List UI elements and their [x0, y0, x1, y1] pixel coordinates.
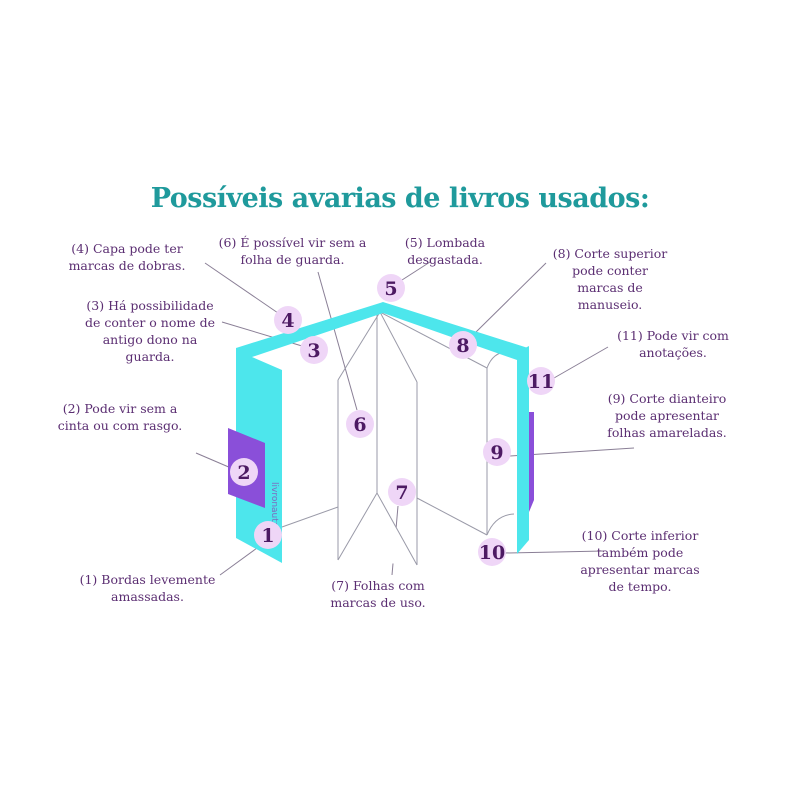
- badge-2: 2: [230, 458, 258, 486]
- badge-circle: [388, 478, 416, 506]
- badge-5: 5: [377, 274, 405, 302]
- badge-number: 9: [490, 442, 503, 464]
- diagram-title: Possíveis avarias de livros usados:: [150, 183, 650, 214]
- leader-line-2: [195, 452, 232, 469]
- badge-11: 11: [527, 367, 555, 395]
- badge-circle: [300, 336, 328, 364]
- leader-line-11: [553, 346, 609, 379]
- badge-9: 9: [483, 438, 511, 466]
- badge-circle: [254, 521, 282, 549]
- leader-line-6: [317, 271, 358, 411]
- badge-1: 1: [254, 521, 282, 549]
- badge-3: 3: [300, 336, 328, 364]
- note-5: (5) Lombada desgastada.: [404, 235, 486, 267]
- book-cover-right: [517, 346, 529, 554]
- note-10: (10) Corte inferior também pode apresent…: [580, 528, 700, 594]
- leader-line-4: [204, 262, 279, 314]
- leader-line-10: [504, 550, 605, 554]
- badge-number: 10: [479, 542, 505, 564]
- badge-number: 4: [281, 310, 294, 332]
- svg-text:livronauta: livronauta: [269, 482, 279, 527]
- badge-circle: [483, 438, 511, 466]
- badge-number: 8: [456, 335, 469, 357]
- note-7: (7) Folhas com marcas de uso.: [330, 578, 426, 610]
- note-8: (8) Corte superior pode conter marcas de…: [552, 246, 668, 312]
- badge-circle: [449, 331, 477, 359]
- note-11: (11) Pode vir com anotações.: [617, 328, 729, 360]
- badge-8: 8: [449, 331, 477, 359]
- badge-circle: [527, 367, 555, 395]
- note-3: (3) Há possibilidade de conter o nome de…: [84, 298, 216, 364]
- badge-number: 7: [395, 482, 408, 504]
- leader-line-1: [219, 547, 258, 576]
- badge-4: 4: [274, 306, 302, 334]
- badge-circle: [478, 538, 506, 566]
- book-pages: [281, 311, 515, 566]
- badge-number: 6: [353, 414, 366, 436]
- livronauta-logo: livronauta: [269, 482, 279, 527]
- number-badges: 1 2 34 5 6 7 8 9 10 11: [230, 274, 555, 566]
- note-6: (6) É possível vir sem a folha de guarda…: [218, 235, 367, 267]
- leader-line-5: [401, 261, 431, 281]
- badge-number: 2: [237, 462, 250, 484]
- book-band-back: [529, 412, 534, 512]
- badge-6: 6: [346, 410, 374, 438]
- note-9: (9) Corte dianteiro pode apresentar folh…: [607, 391, 727, 440]
- badge-number: 5: [384, 278, 397, 300]
- note-4: (4) Capa pode ter marcas de dobras.: [68, 241, 186, 273]
- badge-circle: [274, 306, 302, 334]
- badge-circle: [346, 410, 374, 438]
- badge-number: 1: [261, 525, 274, 547]
- note-2: (2) Pode vir sem a cinta ou com rasgo.: [57, 401, 183, 433]
- badge-circle: [377, 274, 405, 302]
- badge-number: 3: [307, 340, 320, 362]
- badge-10: 10: [478, 538, 506, 566]
- badge-number: 11: [528, 371, 554, 393]
- note-1: (1) Bordas levemente amassadas.: [79, 572, 216, 604]
- badge-circle: [230, 458, 258, 486]
- leader-line-8: [473, 262, 547, 335]
- badge-7: 7: [388, 478, 416, 506]
